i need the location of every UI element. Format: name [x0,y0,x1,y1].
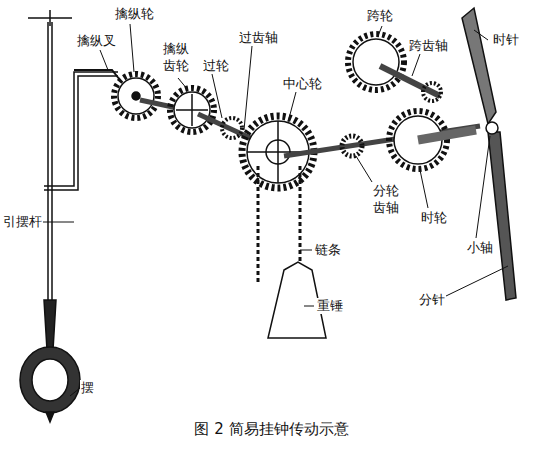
part-label: 中心轮 [282,76,323,92]
motion-wheel [353,39,399,85]
pendulum-rod-lower [44,300,56,350]
pendulum-tip [46,412,54,422]
figure-caption: 图 2 简易挂钟传动示意 [0,420,543,439]
escapement-gear-teeth [170,88,214,132]
part-label: 分轮 齿轴 [372,182,401,216]
leader-line [378,26,382,36]
part-label: 时轮 [420,210,448,226]
escapement-wheel-teeth [114,74,158,118]
pendulum-rod [48,22,52,300]
motion-pinion [423,83,441,101]
hour-pipe [418,130,476,140]
crutch-rod [44,72,118,190]
part-label: 擒纵 齿轮 [162,40,191,74]
part-label: 时针 [492,32,520,48]
motion-shaft [380,66,440,96]
part-label: 重锤 [316,298,344,314]
motion-wheel-teeth [348,34,404,90]
leader-line [476,136,490,238]
part-label: 摆 [80,380,95,396]
leader-line [130,24,134,72]
leader-line [446,266,508,296]
suspension-bracket [28,10,72,26]
gear-spokes [176,94,208,126]
center-arbor [284,126,480,156]
leader-line [288,92,296,122]
escapement-gear [174,92,210,128]
leader-line [304,306,314,307]
part-label: 链条 [314,242,342,258]
leader-line [474,30,488,40]
pendulum-bob [20,347,80,413]
escapement-fork [74,70,120,80]
leader-line [178,78,188,90]
leader-line [70,388,80,396]
pendulum-bob-hole [32,359,68,401]
leader-line [100,50,108,70]
part-label: 跨轮 [366,8,394,24]
leader-line [412,54,420,76]
leader-line [300,250,312,251]
hand-nut [486,122,498,134]
leader-line [356,156,372,182]
part-label: 过轮 [202,58,230,74]
leader-line [244,46,252,130]
part-label: 分针 [418,292,446,308]
part-label: 小轴 [466,240,494,256]
minute-hand [488,132,516,300]
part-label: 过齿轴 [238,30,279,46]
part-label: 跨齿轴 [408,38,449,54]
leader-line [420,170,428,208]
part-label: 引摆杆 [2,214,43,230]
axle [132,92,140,100]
part-label: 擒纵轮 [114,6,155,22]
transfer-pinion [222,118,242,138]
minute-pinion [342,136,362,156]
leader-line [212,74,222,118]
hour-hand [462,8,496,124]
part-label: 擒纵叉 [76,33,117,49]
escapement-wheel [118,78,154,114]
